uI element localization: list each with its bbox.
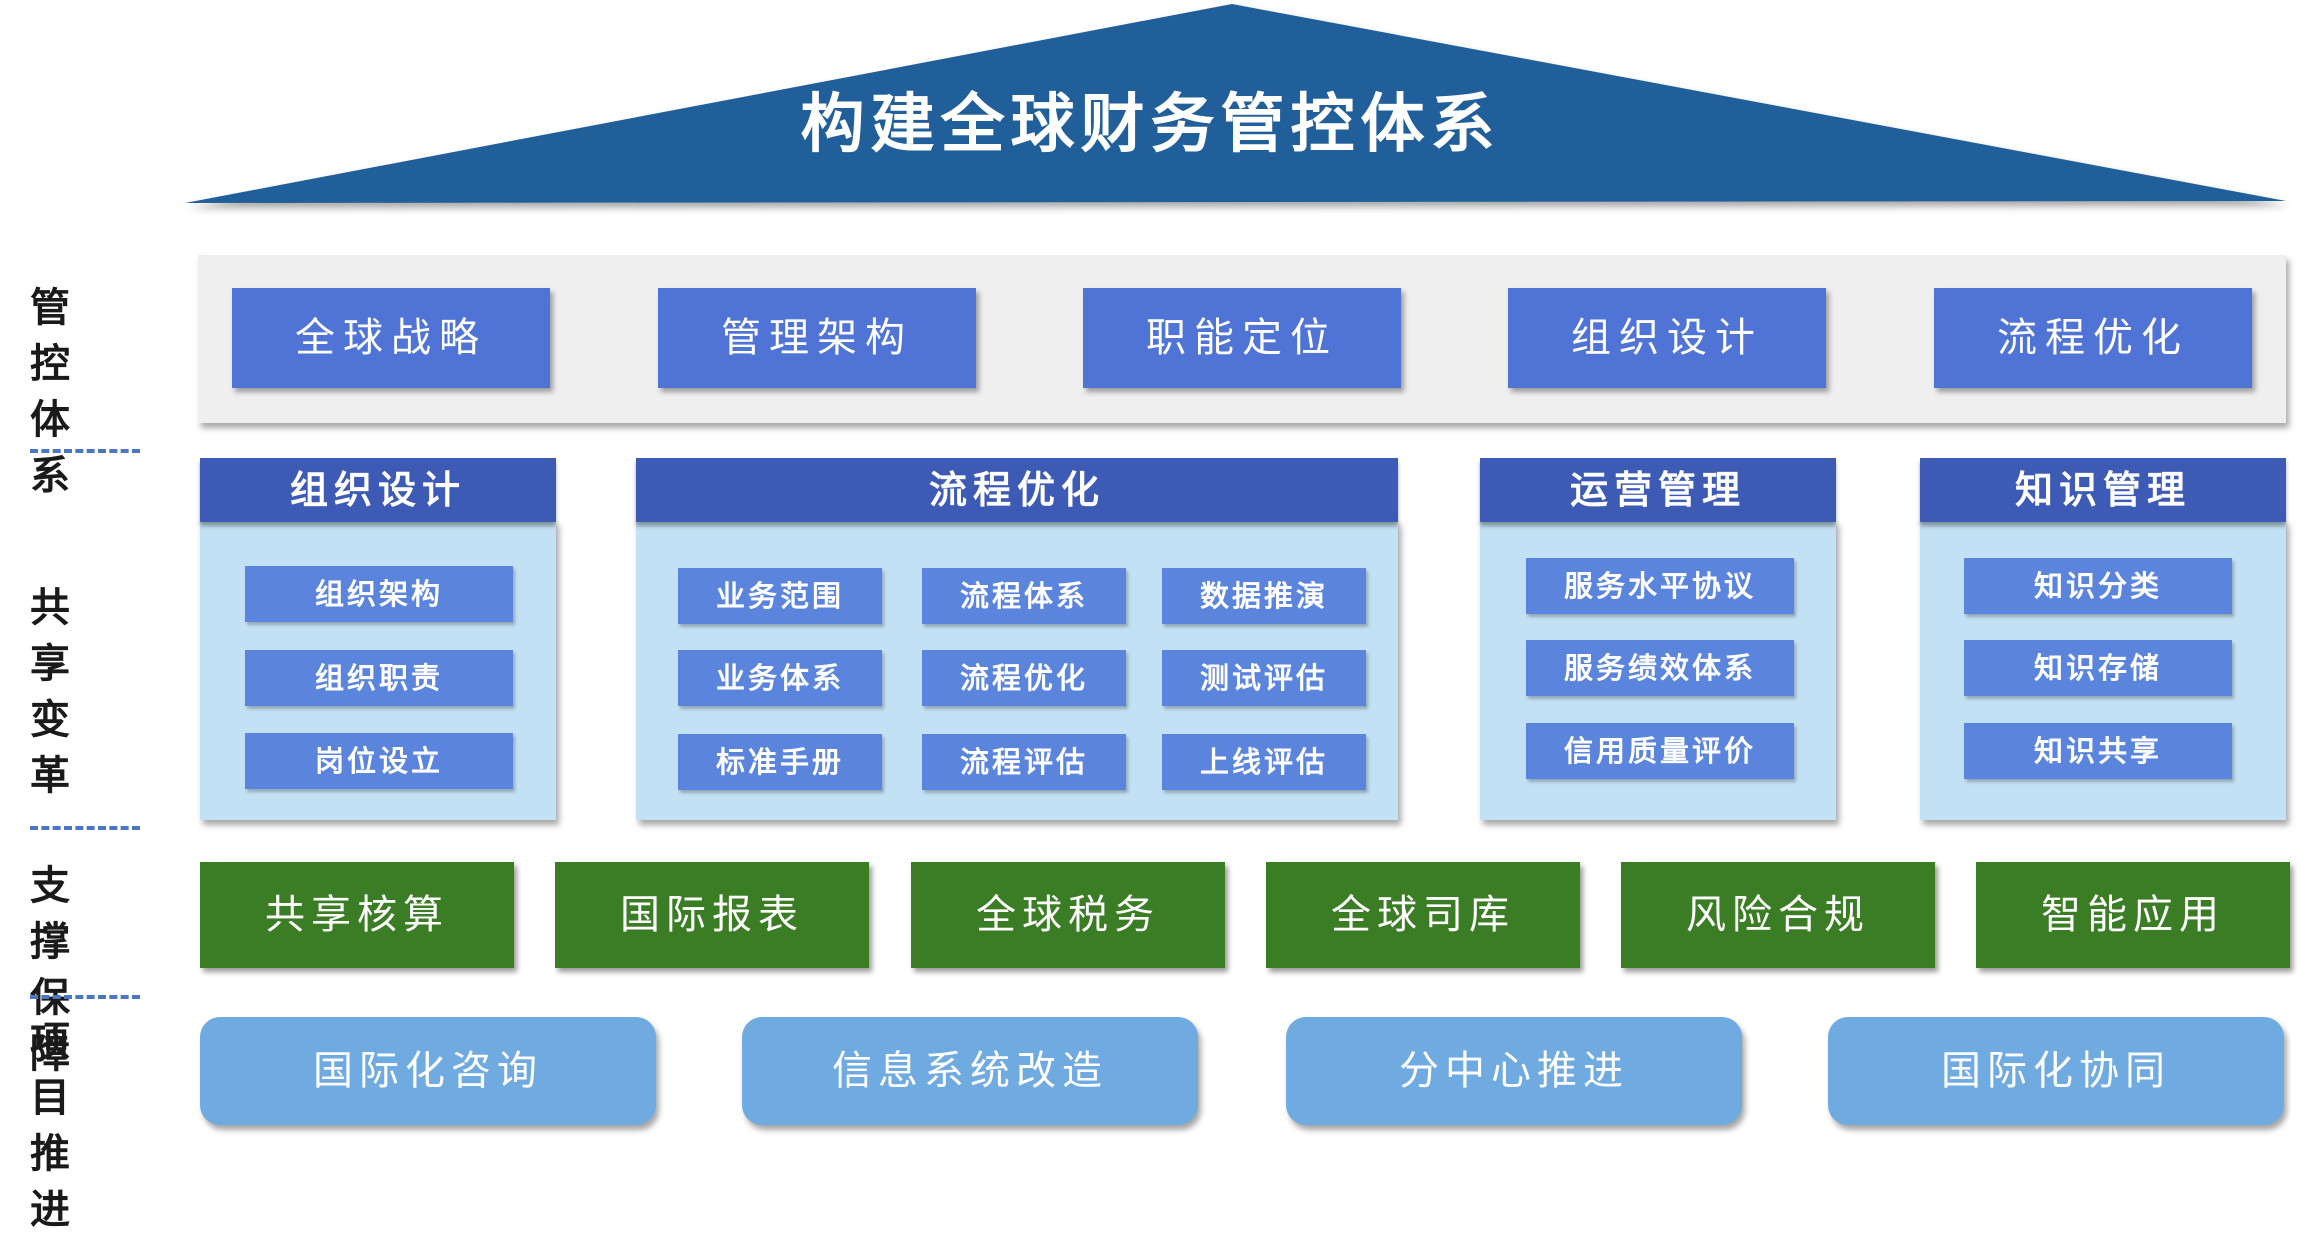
label-support-guarantee: 支撑 保障 — [30, 862, 82, 1077]
control-item-positioning: 职能定位 — [1083, 288, 1401, 388]
label-control-system: 管控 体系 — [30, 284, 82, 499]
panel-org-design-title: 组织设计 — [200, 458, 556, 522]
control-item-org-design: 组织设计 — [1508, 288, 1826, 388]
panel-process-title: 流程优化 — [636, 458, 1398, 522]
project-item-it-upgrade: 信息系统改造 — [742, 1017, 1198, 1125]
label-shared-reform: 共享 变革 — [30, 584, 82, 799]
chip-business-system: 业务体系 — [678, 650, 882, 706]
chip-service-kpi: 服务绩效体系 — [1526, 640, 1794, 696]
panel-knowledge-title: 知识管理 — [1920, 458, 2286, 522]
chip-org-structure: 组织架构 — [245, 566, 513, 622]
chip-process-optimize: 流程优化 — [922, 650, 1126, 706]
chip-credit-quality: 信用质量评价 — [1526, 723, 1794, 779]
project-item-collaboration: 国际化协同 — [1828, 1017, 2284, 1125]
project-item-consulting: 国际化咨询 — [200, 1017, 656, 1125]
chip-knowledge-classify: 知识分类 — [1964, 558, 2232, 614]
chip-launch-evaluation: 上线评估 — [1162, 734, 1366, 790]
chip-test-evaluation: 测试评估 — [1162, 650, 1366, 706]
support-item-accounting: 共享核算 — [200, 862, 514, 968]
support-item-smart-apps: 智能应用 — [1976, 862, 2290, 968]
divider-3 — [30, 995, 140, 999]
chip-business-scope: 业务范围 — [678, 568, 882, 624]
control-item-strategy: 全球战略 — [232, 288, 550, 388]
chip-knowledge-storage: 知识存储 — [1964, 640, 2232, 696]
chip-post-setup: 岗位设立 — [245, 733, 513, 789]
panel-operations-title: 运营管理 — [1480, 458, 1836, 522]
chip-org-duties: 组织职责 — [245, 650, 513, 706]
chip-process-evaluation: 流程评估 — [922, 734, 1126, 790]
divider-2 — [30, 826, 140, 830]
support-item-tax: 全球税务 — [911, 862, 1225, 968]
support-item-reports: 国际报表 — [555, 862, 869, 968]
control-item-process: 流程优化 — [1934, 288, 2252, 388]
chip-sla: 服务水平协议 — [1526, 558, 1794, 614]
divider-1 — [30, 449, 140, 453]
support-item-compliance: 风险合规 — [1621, 862, 1935, 968]
roof-triangle — [185, 4, 2286, 203]
control-item-architecture: 管理架构 — [658, 288, 976, 388]
chip-knowledge-sharing: 知识共享 — [1964, 723, 2232, 779]
support-item-treasury: 全球司库 — [1266, 862, 1580, 968]
project-item-subcenter: 分中心推进 — [1286, 1017, 1742, 1125]
chip-data-simulation: 数据推演 — [1162, 568, 1366, 624]
main-title: 构建全球财务管控体系 — [800, 87, 1501, 162]
label-project-advance: 项目 推进 — [30, 1018, 82, 1233]
chip-standard-manual: 标准手册 — [678, 734, 882, 790]
chip-process-system: 流程体系 — [922, 568, 1126, 624]
